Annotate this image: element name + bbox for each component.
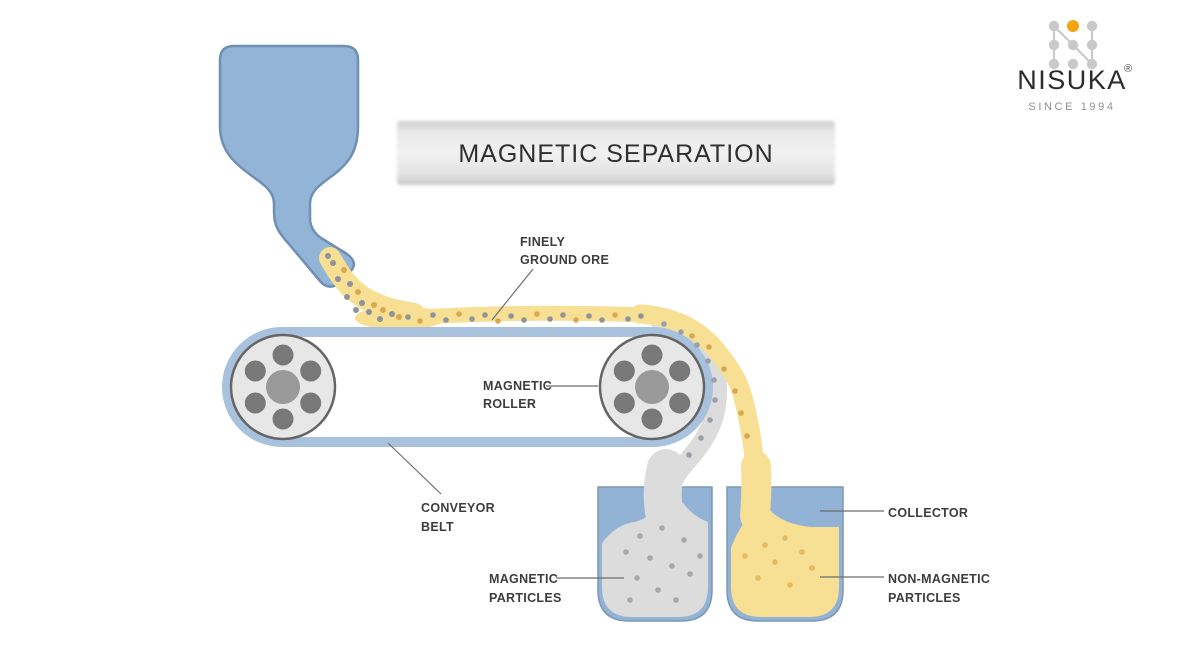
svg-text:GROUND ORE: GROUND ORE [520, 253, 609, 267]
svg-text:FINELY: FINELY [520, 235, 565, 249]
label-collector: COLLECTOR [888, 506, 968, 520]
svg-text:PARTICLES: PARTICLES [489, 591, 562, 605]
logo-brand-name: NISUKA [1017, 65, 1127, 95]
ore-particles-layer [405, 311, 644, 324]
title-banner: MAGNETIC SEPARATION [397, 121, 835, 185]
magnetic-roller [598, 333, 706, 441]
logo-registered-mark: ® [1124, 63, 1132, 75]
non-magnetic-particles-pile [731, 507, 839, 617]
leader-conveyor-belt [387, 442, 442, 495]
title-banner-background [397, 121, 835, 185]
svg-text:BELT: BELT [421, 520, 454, 534]
leader-finely-ground-ore [491, 268, 534, 321]
leader-lines [387, 268, 884, 579]
nisuka-logo-dots [1048, 20, 1098, 70]
label-finely-ground-ore: FINELY GROUND ORE [520, 235, 609, 267]
label-non-magnetic-particles: NON-MAGNETIC PARTICLES [888, 572, 990, 605]
hopper [218, 44, 360, 288]
label-conveyor-belt: CONVEYOR BELT [421, 501, 495, 534]
svg-text:ROLLER: ROLLER [483, 397, 536, 411]
nisuka-logo: NISUKA ® SINCE 1994 [1017, 20, 1132, 113]
non-magnetic-stream-entry [740, 451, 772, 531]
ore-particles-falling [325, 253, 402, 322]
svg-text:PARTICLES: PARTICLES [888, 591, 961, 605]
label-magnetic-particles: MAGNETIC PARTICLES [489, 572, 562, 605]
svg-text:COLLECTOR: COLLECTOR [888, 506, 968, 520]
non-magnetic-pile-particles [742, 535, 815, 588]
magnetic-particles-pile [602, 498, 708, 617]
logo-tagline: SINCE 1994 [1028, 101, 1115, 113]
idler-roller [229, 333, 337, 441]
page-title: MAGNETIC SEPARATION [458, 140, 773, 168]
svg-text:CONVEYOR: CONVEYOR [421, 501, 495, 515]
conveyor-belt [222, 327, 713, 447]
label-magnetic-roller: MAGNETIC ROLLER [483, 379, 552, 411]
magnetic-pile-particles [623, 525, 703, 603]
svg-text:MAGNETIC: MAGNETIC [483, 379, 552, 393]
svg-text:MAGNETIC: MAGNETIC [489, 572, 558, 586]
logo-orange-dot [1067, 20, 1079, 32]
svg-text:NON-MAGNETIC: NON-MAGNETIC [888, 572, 990, 586]
